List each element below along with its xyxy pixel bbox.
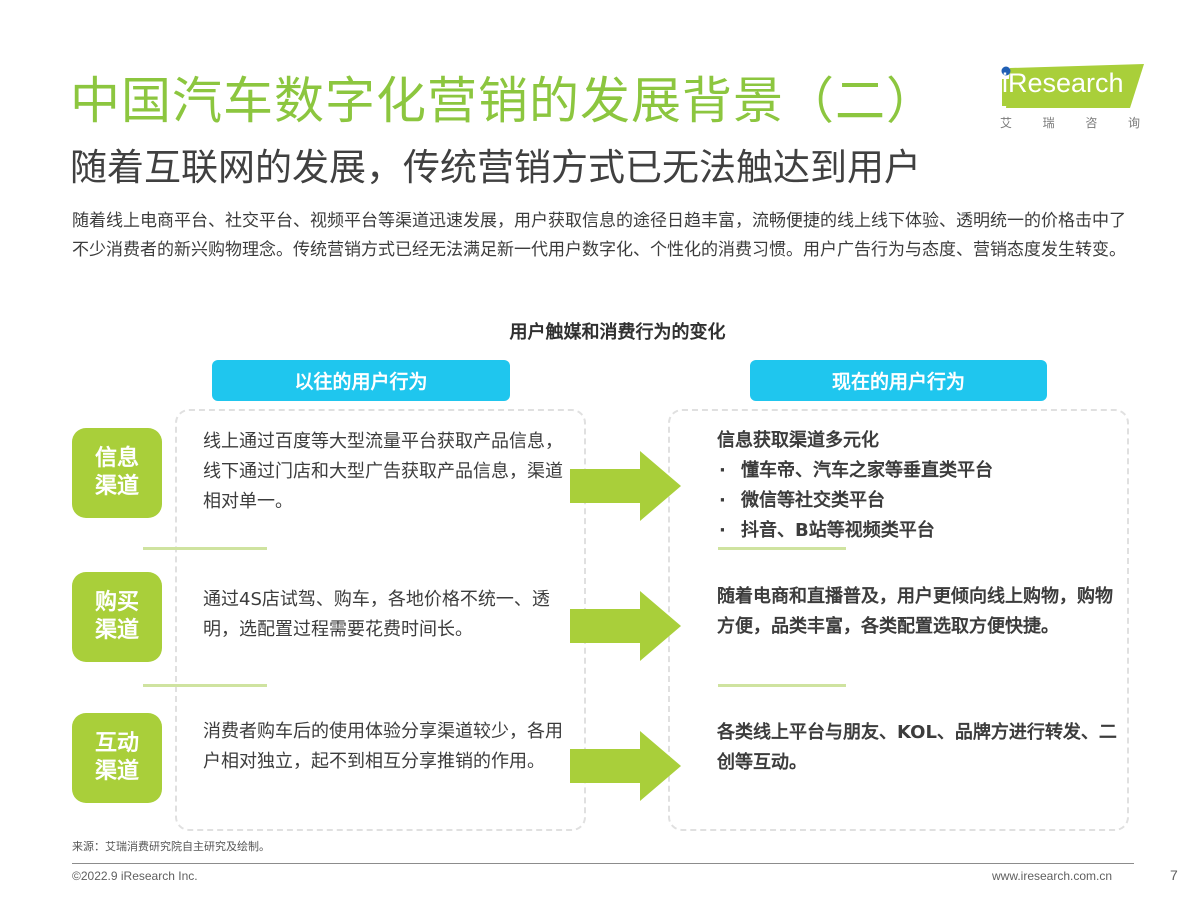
logo-sub-char: 艾: [1000, 116, 1013, 130]
row-separator: [718, 684, 846, 687]
row-label-line: 互动: [94, 731, 139, 756]
logo-brand-text: iResearch: [1002, 68, 1124, 98]
arrow-right-icon: [570, 731, 681, 801]
iresearch-logo: iResearch 艾 瑞 咨 询: [990, 62, 1150, 142]
after-column-header: 现在的用户行为: [750, 360, 1047, 401]
row-separator: [143, 684, 267, 687]
after-text-interaction-channel: 各类线上平台与朋友、KOL、品牌方进行转发、二创等互动。: [717, 722, 1117, 773]
row-label-purchase-channel: 购买 渠道: [72, 572, 162, 662]
row-label-interaction-channel: 互动 渠道: [72, 713, 162, 803]
row-label-line: 渠道: [94, 474, 139, 499]
row-label-line: 渠道: [94, 618, 139, 643]
footer-url-link[interactable]: www.iresearch.com.cn: [992, 869, 1113, 883]
arrow-right-icon: [570, 451, 681, 521]
row-separator: [143, 547, 267, 550]
row-separator: [718, 547, 846, 550]
intro-paragraph: 随着线上电商平台、社交平台、视频平台等渠道迅速发展，用户获取信息的途径日趋丰富，…: [72, 211, 1126, 260]
before-text-interaction-channel: 消费者购车后的使用体验分享渠道较少，各用户相对独立，起不到相互分享推销的作用。: [203, 721, 563, 772]
after-bullet-item: 懂车帝、汽车之家等垂直类平台: [717, 456, 1117, 486]
page-title: 中国汽车数字化营销的发展背景（二）: [70, 72, 937, 130]
after-bullet-list: 懂车帝、汽车之家等垂直类平台 微信等社交类平台 抖音、B站等视频类平台: [717, 456, 1117, 546]
row-label-info-channel: 信息 渠道: [72, 428, 162, 518]
after-heading: 信息获取渠道多元化: [717, 430, 879, 451]
source-note: 来源：艾瑞消费研究院自主研究及绘制。: [72, 840, 270, 853]
footer-copyright: ©2022.9 iResearch Inc.: [72, 869, 198, 883]
after-bullet-item: 微信等社交类平台: [717, 486, 1117, 516]
before-text-purchase-channel: 通过4S店试驾、购车，各地价格不统一、透明，选配置过程需要花费时间长。: [203, 589, 550, 640]
row-label-line: 信息: [94, 446, 139, 471]
footer-divider: [72, 863, 1134, 864]
logo-sub-char: 瑞: [1042, 116, 1055, 130]
after-bullet-item: 抖音、B站等视频类平台: [717, 516, 1117, 546]
before-column-header: 以往的用户行为: [212, 360, 510, 401]
logo-sub-char: 询: [1127, 116, 1140, 130]
page-subtitle: 随着互联网的发展，传统营销方式已无法触达到用户: [70, 146, 921, 189]
logo-sub-char: 咨: [1085, 116, 1098, 130]
logo-subtitle: 艾 瑞 咨 询: [1000, 114, 1140, 131]
after-text-info-channel: 信息获取渠道多元化 懂车帝、汽车之家等垂直类平台 微信等社交类平台 抖音、B站等…: [717, 426, 1117, 546]
row-label-line: 渠道: [94, 759, 139, 784]
logo-badge-icon: [1001, 64, 1144, 108]
after-text-purchase-channel: 随着电商和直播普及，用户更倾向线上购物，购物方便，品类丰富，各类配置选取方便快捷…: [717, 586, 1113, 637]
before-text-info-channel: 线上通过百度等大型流量平台获取产品信息，线下通过门店和大型广告获取产品信息，渠道…: [203, 431, 563, 512]
diagram-title: 用户触媒和消费行为的变化: [509, 322, 726, 343]
arrow-right-icon: [570, 591, 681, 661]
row-label-line: 购买: [94, 590, 139, 615]
page-number: 7: [1170, 867, 1178, 883]
